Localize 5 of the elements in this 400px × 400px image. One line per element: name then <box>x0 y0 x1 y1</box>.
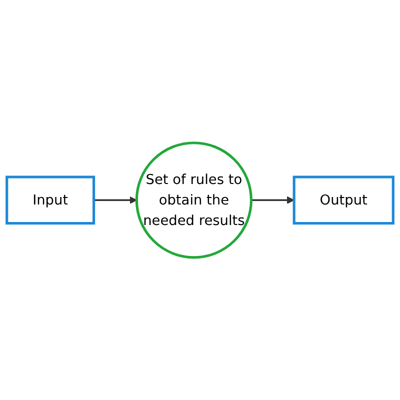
arrow <box>94 196 137 204</box>
node-circle: Set of rules to obtain the needed results <box>135 141 252 259</box>
node-box: Input <box>6 176 96 224</box>
arrow <box>251 196 294 204</box>
node-box: Output <box>292 176 394 224</box>
